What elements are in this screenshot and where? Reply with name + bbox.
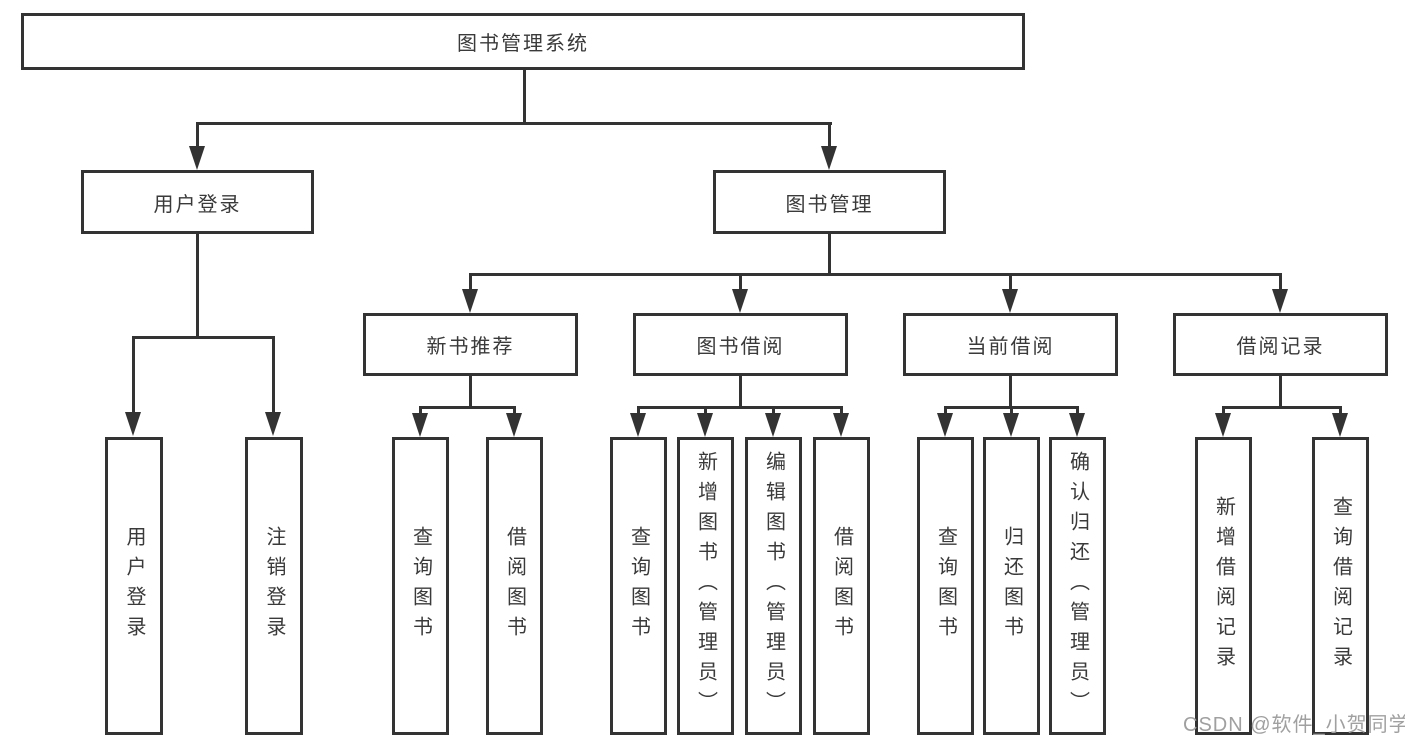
arrow-down-icon — [506, 413, 522, 437]
connector-records-rail — [1222, 406, 1341, 409]
node-book-borrowing: 图书借阅 — [633, 313, 848, 376]
leaf-user-login: 用户登录 — [105, 437, 163, 735]
connector-drop — [772, 406, 775, 413]
connector-root-stem — [523, 70, 526, 122]
leaf-return-book: 归还图书 — [983, 437, 1040, 735]
connector-drop-new-book — [469, 273, 472, 289]
arrow-down-icon — [125, 412, 141, 436]
arrow-down-icon — [189, 146, 205, 170]
connector-drop-leaf-logout — [272, 336, 275, 412]
arrow-down-icon — [697, 413, 713, 437]
arrow-down-icon — [833, 413, 849, 437]
leaf-query-book-recommend: 查询图书 — [392, 437, 449, 735]
arrow-down-icon — [1069, 413, 1085, 437]
connector-records-stem — [1279, 376, 1282, 406]
arrow-down-icon — [412, 413, 428, 437]
connector-drop — [1076, 406, 1079, 413]
arrow-down-icon — [821, 146, 837, 170]
connector-current-stem — [1009, 376, 1012, 406]
leaf-edit-book-admin: 编辑图书（管理员） — [745, 437, 802, 735]
node-user-login: 用户登录 — [81, 170, 314, 234]
connector-drop — [704, 406, 707, 413]
connector-drop-borrowing-records — [1279, 273, 1282, 289]
connector-drop-current-borrowing — [1009, 273, 1012, 289]
connector-drop — [637, 406, 640, 413]
arrow-down-icon — [462, 289, 478, 313]
connector-drop — [1339, 406, 1342, 413]
arrow-down-icon — [1003, 413, 1019, 437]
connector-newbook-rail — [419, 406, 516, 409]
arrow-down-icon — [1215, 413, 1231, 437]
connector-level2-rail — [196, 122, 832, 125]
leaf-query-book-current: 查询图书 — [917, 437, 974, 735]
leaf-add-book-admin: 新增图书（管理员） — [677, 437, 734, 735]
connector-drop-leaf-user-login — [132, 336, 135, 412]
leaf-add-borrow-record: 新增借阅记录 — [1195, 437, 1252, 735]
leaf-borrow-book: 借阅图书 — [813, 437, 870, 735]
connector-drop — [840, 406, 843, 413]
connector-drop — [513, 406, 516, 413]
leaf-borrow-book-recommend: 借阅图书 — [486, 437, 543, 735]
connector-drop-user-login — [196, 122, 199, 146]
connector-drop — [944, 406, 947, 413]
connector-management-stem — [828, 234, 831, 273]
connector-login-rail — [132, 336, 275, 339]
arrow-down-icon — [937, 413, 953, 437]
leaf-confirm-return-admin: 确认归还（管理员） — [1049, 437, 1106, 735]
connector-borrowing-stem — [739, 376, 742, 406]
arrow-down-icon — [1332, 413, 1348, 437]
connector-newbook-stem — [469, 376, 472, 406]
arrow-down-icon — [1002, 289, 1018, 313]
connector-borrowing-rail — [637, 406, 843, 409]
connector-drop — [1222, 406, 1225, 413]
arrow-down-icon — [265, 412, 281, 436]
connector-drop-book-management — [828, 122, 831, 146]
connector-level3-rail — [469, 273, 1282, 276]
arrow-down-icon — [630, 413, 646, 437]
node-book-management: 图书管理 — [713, 170, 946, 234]
connector-drop — [1010, 406, 1013, 413]
connector-drop-book-borrowing — [739, 273, 742, 289]
leaf-query-book-borrow: 查询图书 — [610, 437, 667, 735]
arrow-down-icon — [765, 413, 781, 437]
arrow-down-icon — [732, 289, 748, 313]
leaf-query-borrow-record: 查询借阅记录 — [1312, 437, 1369, 735]
leaf-logout: 注销登录 — [245, 437, 303, 735]
node-root: 图书管理系统 — [21, 13, 1025, 70]
node-current-borrowing: 当前借阅 — [903, 313, 1118, 376]
connector-drop — [419, 406, 422, 413]
csdn-watermark: CSDN @软件_小贺同学 — [1183, 714, 1405, 736]
node-borrowing-records: 借阅记录 — [1173, 313, 1388, 376]
node-new-book-recommend: 新书推荐 — [363, 313, 578, 376]
arrow-down-icon — [1272, 289, 1288, 313]
connector-login-stem — [196, 234, 199, 336]
